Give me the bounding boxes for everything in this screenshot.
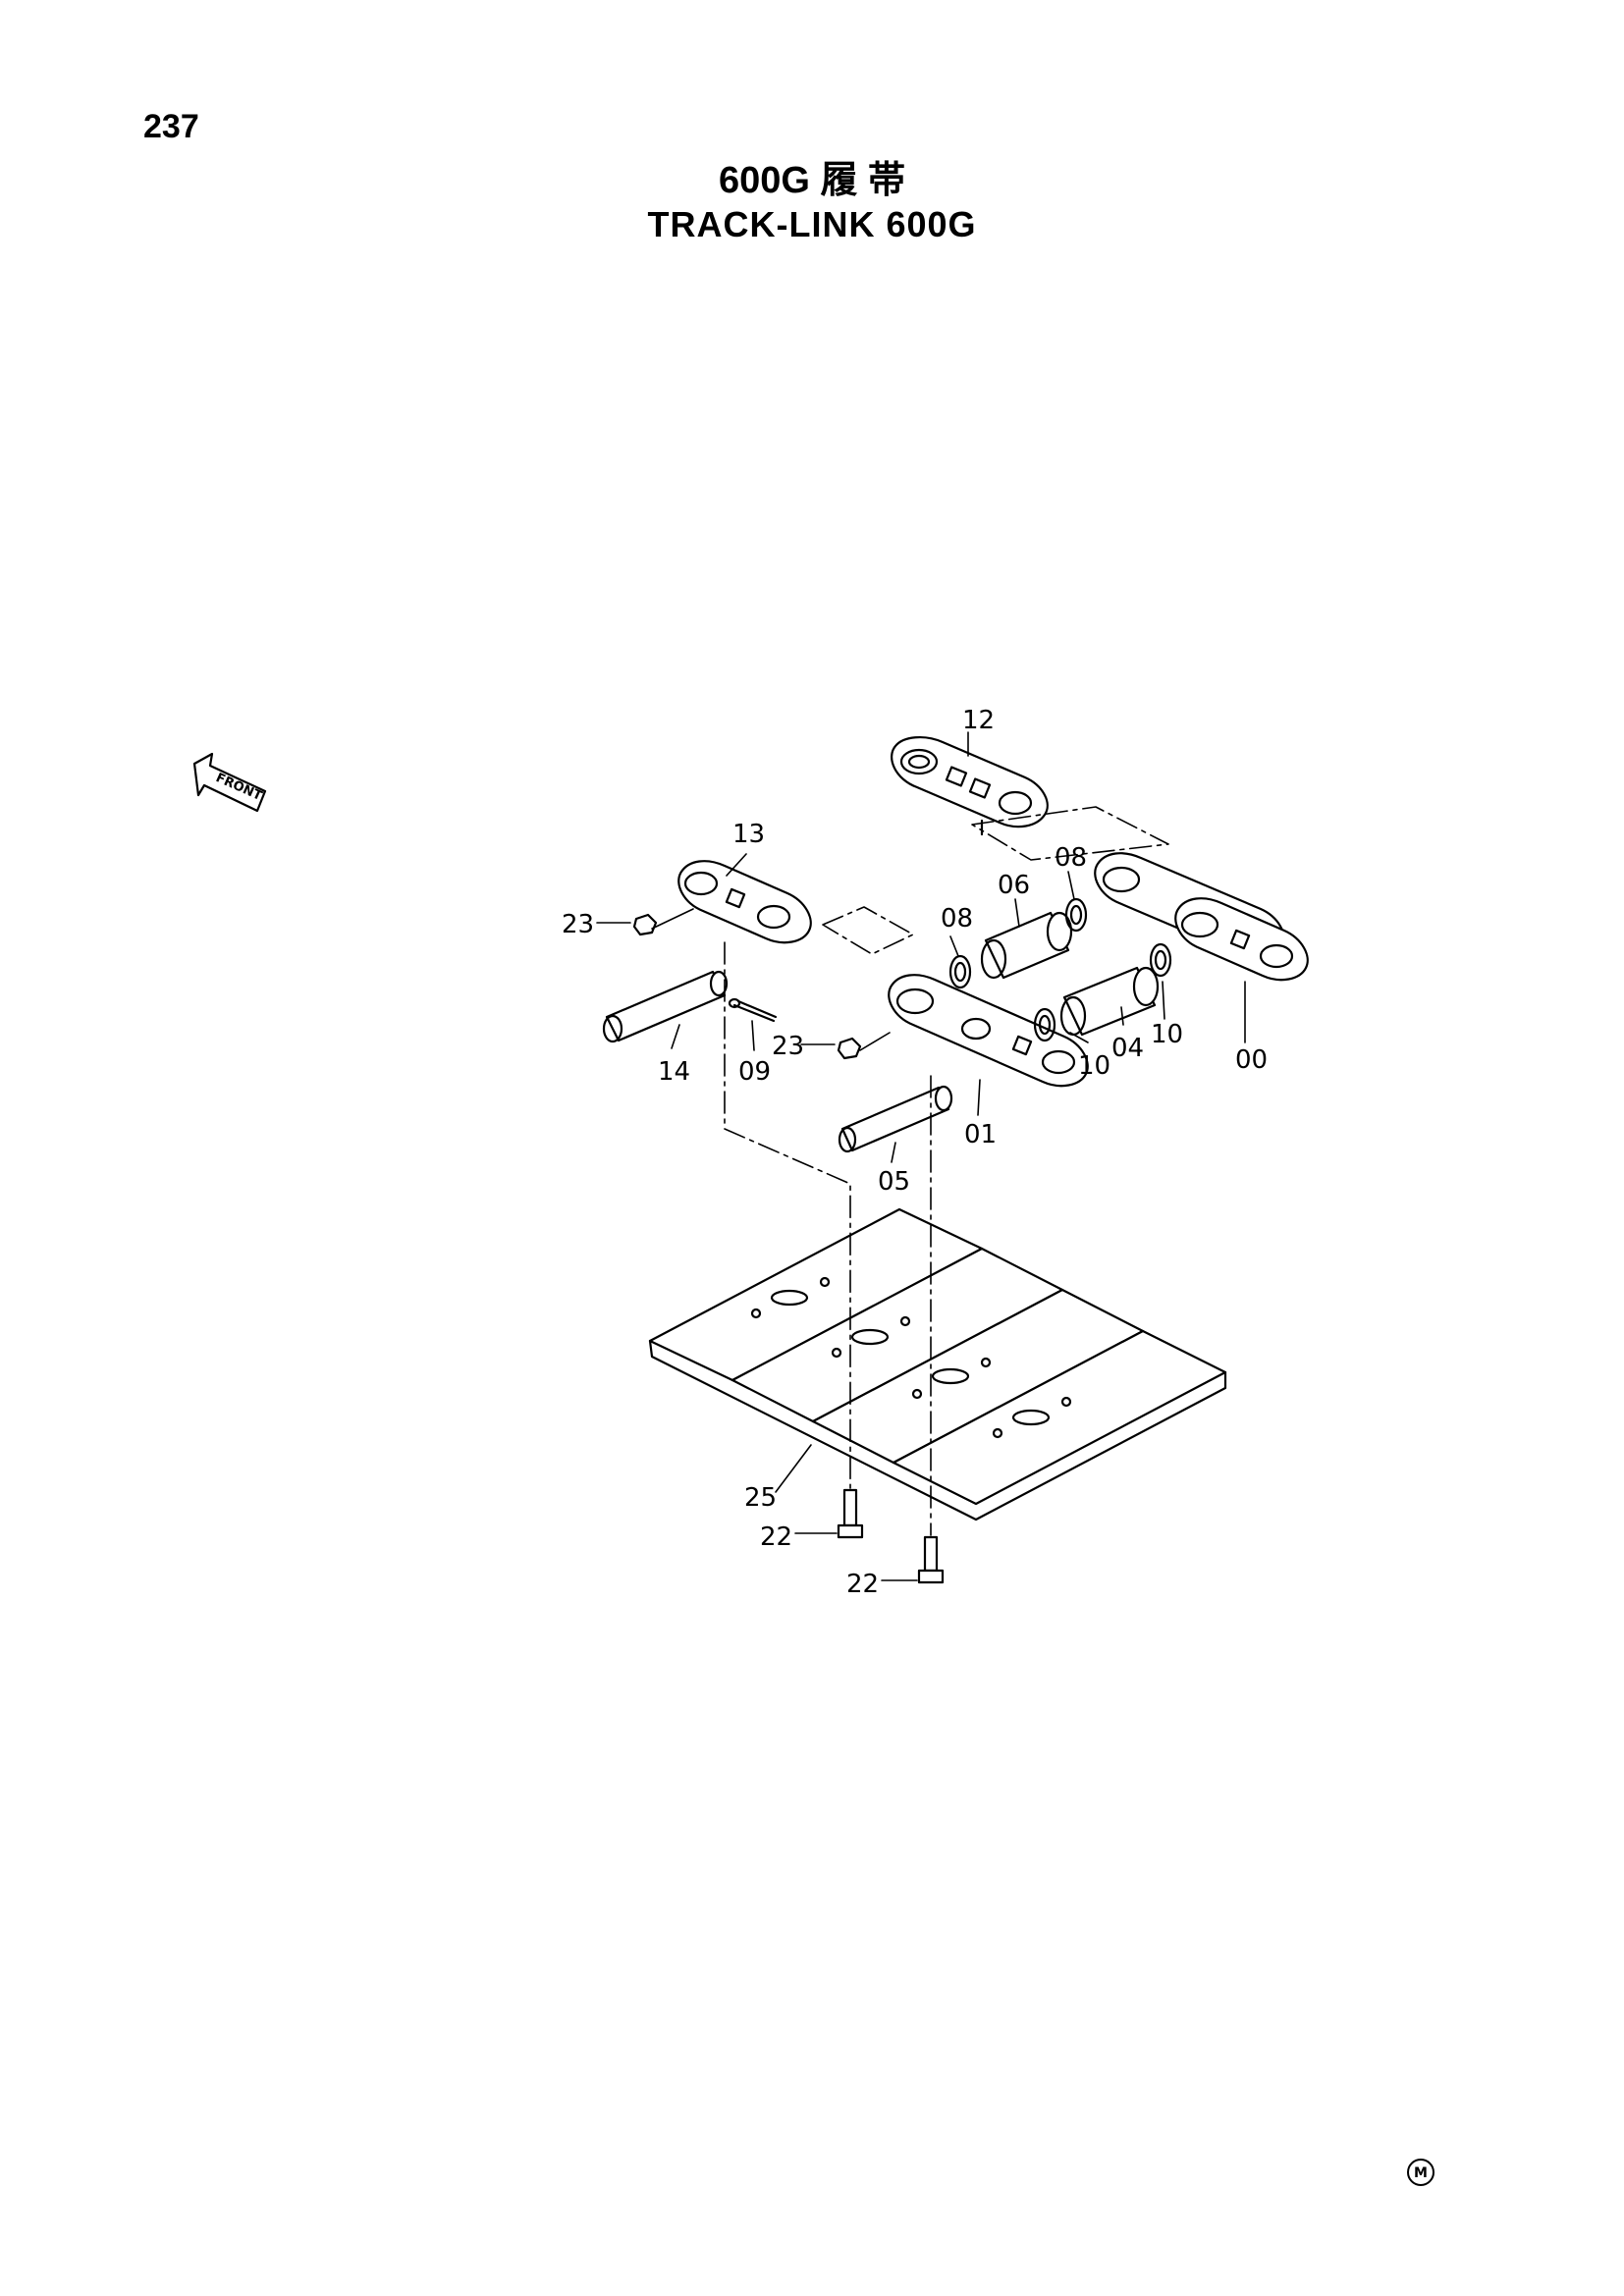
- callout-06: 06: [998, 871, 1030, 900]
- callout-05: 05: [878, 1167, 910, 1197]
- shoe-plate-25: [648, 1207, 1227, 1522]
- link-13: [677, 860, 812, 944]
- callout-25: 25: [744, 1483, 777, 1513]
- callout-08-left: 08: [941, 904, 973, 934]
- callout-13: 13: [732, 820, 765, 849]
- callout-14: 14: [658, 1057, 690, 1087]
- seal-08: [948, 897, 1088, 989]
- bushing-06: [980, 911, 1073, 980]
- callout-23-lower: 23: [772, 1032, 804, 1061]
- title-japanese: 600G 履 帯: [718, 160, 906, 201]
- callout-08-right: 08: [1055, 843, 1087, 873]
- assembly-guide-lines: [724, 806, 1169, 1536]
- title-english: TRACK-LINK 600G: [647, 204, 977, 244]
- callout-22-upper: 22: [760, 1522, 792, 1552]
- cotter-pin-09: [728, 997, 778, 1023]
- corner-mark-text: M: [1414, 2165, 1428, 2181]
- callout-00: 00: [1235, 1045, 1268, 1075]
- pin-14: [602, 970, 729, 1043]
- leader-lines: [596, 731, 1246, 1581]
- callout-01: 01: [964, 1120, 997, 1149]
- callout-23-upper: 23: [562, 910, 594, 939]
- callout-10-left: 10: [1078, 1051, 1110, 1081]
- seal-10: [1033, 942, 1172, 1042]
- callout-12: 12: [962, 706, 995, 735]
- front-arrow-icon: FRONT: [192, 752, 267, 813]
- link-01: [888, 974, 1089, 1088]
- pin-05: [838, 1085, 953, 1153]
- bolt-22: [837, 1488, 945, 1584]
- callout-04: 04: [1111, 1034, 1144, 1063]
- callout-10-right: 10: [1151, 1020, 1183, 1049]
- callout-22-lower: 22: [846, 1570, 879, 1599]
- bushing-04: [1059, 966, 1160, 1037]
- link-00: [1094, 852, 1309, 982]
- link-12: [891, 736, 1049, 836]
- nut-23: [632, 913, 862, 1060]
- m-mark-icon: M: [1407, 2159, 1435, 2186]
- callout-09: 09: [738, 1057, 771, 1087]
- page-number: 237: [143, 108, 199, 145]
